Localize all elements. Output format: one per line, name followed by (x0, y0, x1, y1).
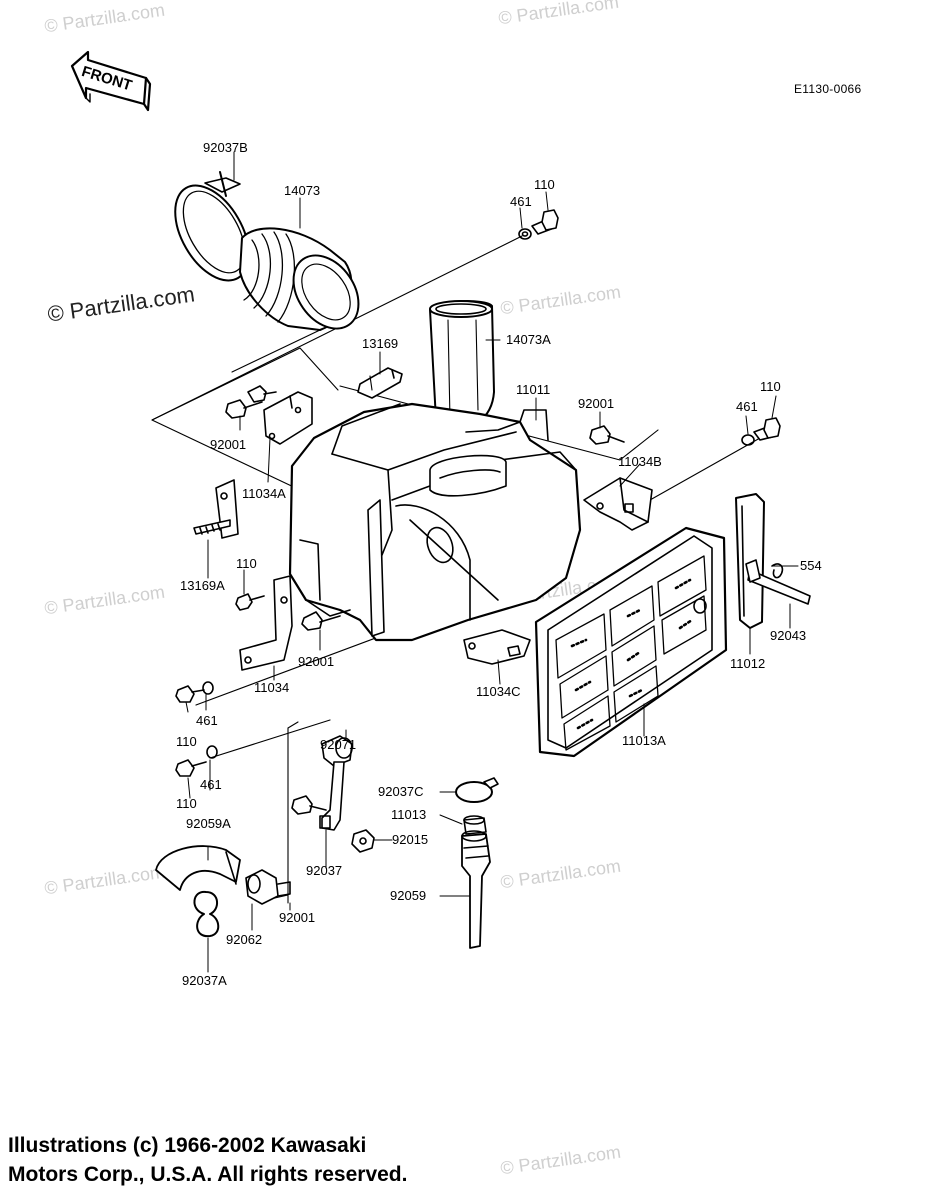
part-label: 92062 (226, 932, 263, 947)
part-label: 92037A (182, 973, 227, 988)
bracket-11034B (583, 477, 653, 531)
part-label: 11011 (516, 382, 551, 397)
bolt-110-right (741, 417, 781, 446)
hose-clamp-92037C (455, 777, 499, 803)
part-label: 461 (510, 194, 532, 209)
part-label: 11034A (242, 486, 286, 501)
part-label: 92037B (203, 140, 248, 155)
part-label: 92001 (578, 396, 615, 411)
bolt-92043 (745, 559, 811, 605)
part-label: 92037 (306, 863, 343, 878)
copyright-line-2: Motors Corp., U.S.A. All rights reserved… (8, 1163, 408, 1186)
fitting-92062 (245, 869, 291, 905)
drain-tube-92059 (461, 830, 491, 949)
bolt-110-mid (235, 593, 265, 611)
part-label: 92001 (298, 654, 335, 669)
part-label: 14073 (284, 183, 321, 198)
bolt-110-top (518, 209, 559, 240)
air-filter-element-11013A (534, 526, 728, 758)
bolt-92001-mid (301, 611, 341, 631)
part-label: 461 (736, 399, 758, 414)
part-label: 14073A (506, 332, 551, 347)
bolt-110-lower-2 (175, 745, 218, 777)
part-label: 92043 (770, 628, 807, 643)
part-label: 92001 (279, 910, 316, 925)
part-label: 92071 (320, 737, 357, 752)
part-label: 11013 (391, 807, 427, 822)
copyright-line-1: Illustrations (c) 1966-2002 Kawasaki (8, 1134, 367, 1157)
nut-92015 (351, 829, 375, 853)
part-label: 11034 (254, 680, 290, 695)
part-label: 13169A (180, 578, 225, 593)
part-label: 92059A (186, 816, 231, 831)
part-label: 110 (176, 734, 197, 749)
hose-clamp-92037B (174, 171, 250, 282)
part-label: 92015 (392, 832, 429, 847)
part-label: 110 (176, 796, 197, 811)
part-label: 110 (236, 556, 257, 571)
bracket-11034A (263, 391, 313, 445)
part-label: 11013A (622, 733, 666, 748)
plug-11013 (463, 815, 487, 835)
air-cleaner-housing-11011 (288, 402, 582, 642)
bolt-92001-left (225, 385, 277, 419)
bolt-110-lower-1 (175, 681, 214, 703)
part-label: 92037C (378, 784, 424, 799)
part-label: 92001 (210, 437, 247, 452)
part-label: 11034C (476, 684, 521, 699)
hose-clip-92037A (193, 890, 220, 938)
hose-92059A (155, 845, 241, 891)
bracket-11034 (239, 575, 293, 671)
part-label: 110 (534, 177, 555, 192)
bolt-13169A (193, 479, 239, 539)
bolt-92001-right (589, 425, 625, 445)
part-label: 92059 (390, 888, 427, 903)
bolt-92001-lower (291, 795, 327, 815)
diagram-code: E1130-0066 (794, 82, 862, 96)
part-label: 461 (196, 713, 218, 728)
bracket-92037 (319, 761, 345, 831)
intake-duct-14073 (239, 227, 360, 331)
part-label: 13169 (362, 336, 399, 351)
part-label: 110 (760, 379, 781, 394)
part-label: 554 (800, 558, 822, 573)
part-label: 461 (200, 777, 222, 792)
pad-13169 (357, 367, 403, 399)
part-label: 11012 (730, 656, 766, 671)
front-arrow-icon (70, 50, 152, 112)
part-label: 11034B (618, 454, 662, 469)
retainer-11012 (735, 493, 765, 629)
bracket-11034C (463, 629, 531, 665)
cap-92071 (321, 735, 353, 767)
